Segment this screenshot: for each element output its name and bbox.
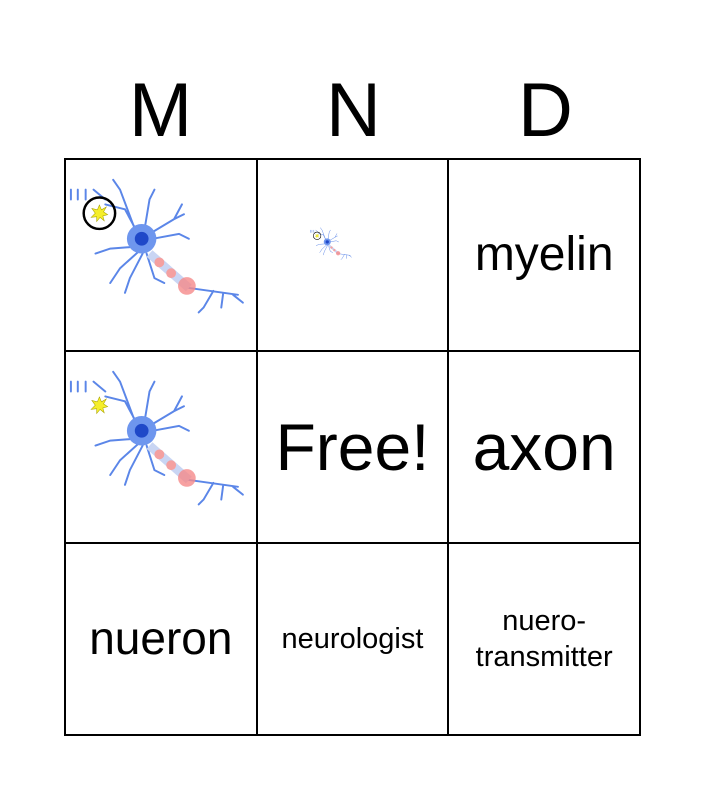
- bingo-cell[interactable]: nueron: [65, 543, 257, 735]
- bingo-cell[interactable]: axon: [448, 351, 640, 543]
- header-letter-m: M: [128, 68, 193, 153]
- cell-text: neurologist: [281, 622, 424, 655]
- bingo-cell[interactable]: nuero- transmitter: [448, 543, 640, 735]
- cell-text: axon: [472, 409, 616, 484]
- cell-text: myelin: [474, 228, 614, 281]
- bingo-cell[interactable]: neurologist: [256, 543, 449, 735]
- bingo-cell[interactable]: [65, 159, 257, 351]
- bingo-cell[interactable]: Free!: [256, 351, 449, 543]
- neuron-icon: [308, 226, 353, 261]
- cell-text: Free!: [275, 409, 430, 484]
- header-letter-d: D: [518, 68, 573, 153]
- header-letter-n: N: [326, 68, 381, 153]
- bingo-cell[interactable]: [65, 351, 257, 543]
- cell-text: nueron: [89, 612, 233, 665]
- bingo-cell[interactable]: [256, 159, 449, 351]
- neuron-icon: [66, 352, 256, 542]
- neuron-icon: [66, 160, 256, 350]
- bingo-cell[interactable]: myelin: [448, 159, 640, 351]
- cell-text: nuero- transmitter: [475, 604, 613, 673]
